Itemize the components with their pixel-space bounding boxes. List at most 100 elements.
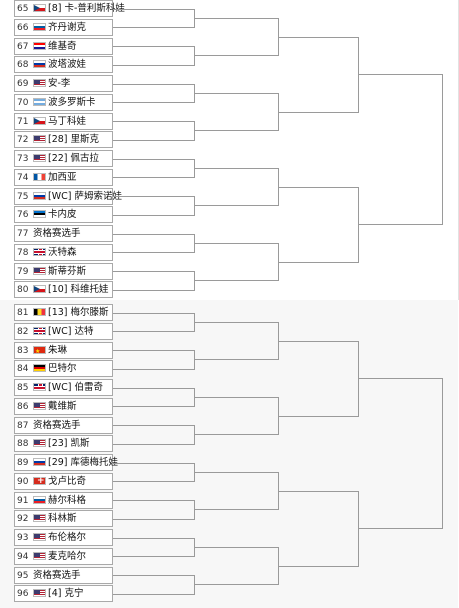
country-flag-icon: [33, 439, 46, 448]
draw-position: 96: [17, 589, 29, 600]
player-name: [4] 克宁: [48, 588, 84, 600]
draw-position: 83: [17, 345, 29, 356]
country-flag-icon: [33, 4, 46, 12]
draw-position: 74: [17, 172, 29, 183]
player-slot[interactable]: 90 戈卢比奇: [14, 472, 113, 490]
player-name: 斯蒂芬斯: [48, 265, 87, 277]
draw-position: 70: [17, 97, 29, 108]
bracket-connector: [113, 537, 195, 558]
country-flag-icon: [33, 364, 46, 373]
country-flag-icon: [33, 79, 46, 87]
player-name: 波塔波娃: [48, 59, 87, 71]
country-flag-icon: [33, 383, 46, 391]
player-slot[interactable]: 66 齐丹谢克: [14, 18, 113, 36]
player-name: 齐丹谢克: [48, 21, 87, 33]
player-slot[interactable]: 96 [4] 克宁: [14, 585, 113, 603]
country-flag-icon: [33, 97, 46, 106]
bracket-connector: [195, 92, 279, 132]
player-slot[interactable]: 92 科林斯: [14, 510, 113, 528]
player-name: 戈卢比奇: [48, 475, 87, 487]
player-name: 戴维斯: [48, 400, 77, 412]
player-slot[interactable]: 89[29] 库德梅托娃: [14, 454, 118, 471]
player-name: 资格赛选手: [33, 419, 81, 431]
country-flag-icon: [33, 154, 46, 162]
country-flag-icon: [33, 589, 46, 598]
bracket-connector: [195, 167, 279, 207]
player-slot[interactable]: 68 波塔波娃: [14, 56, 113, 74]
player-slot[interactable]: 87 资格赛选手: [14, 416, 113, 434]
country-flag-icon: [33, 285, 46, 294]
player-name: 波多罗斯卡: [48, 96, 96, 108]
country-flag-icon: [33, 551, 46, 560]
player-name: [WC] 达特: [48, 325, 94, 337]
player-slot[interactable]: 75[WC] 萨姆索诺娃: [14, 187, 122, 205]
player-slot[interactable]: 83朱琳: [14, 341, 113, 359]
country-flag-icon: [33, 266, 46, 275]
draw-position: 73: [17, 154, 29, 164]
player-name: 沃特森: [48, 246, 77, 258]
bracket-connector: [113, 196, 195, 216]
player-name: 布伦格尔: [48, 532, 87, 543]
player-name: [29] 库德梅托娃: [48, 457, 119, 468]
player-slot[interactable]: 70 波多罗斯卡: [14, 93, 113, 111]
draw-position: 85: [17, 383, 29, 393]
draw-position: 69: [17, 79, 29, 89]
country-flag-icon: [33, 326, 46, 335]
player-name: [8] 卡-普利斯科娃: [48, 3, 125, 14]
player-name: [13] 梅尔滕斯: [48, 307, 109, 318]
player-name: 马丁科娃: [48, 115, 87, 127]
country-flag-icon: [33, 116, 46, 125]
draw-position: 91: [17, 495, 29, 506]
draw-position: 66: [17, 22, 29, 33]
bracket-connector: [359, 378, 443, 530]
bracket-connector: [113, 158, 195, 179]
bracket-connector: [113, 83, 195, 104]
bracket-connector: [279, 186, 359, 263]
player-name: 资格赛选手: [33, 569, 81, 581]
player-name: 科林斯: [48, 513, 77, 525]
player-name: 维基奇: [48, 40, 77, 52]
player-slot[interactable]: 73[22] 佩古拉: [14, 150, 113, 167]
player-slot[interactable]: 69 安-李: [14, 75, 113, 92]
draw-position: 68: [17, 60, 29, 71]
player-slot[interactable]: 80[10] 科维托娃: [14, 281, 113, 299]
country-flag-icon: [33, 474, 46, 489]
draw-position: 90: [17, 476, 29, 487]
country-flag-icon: [33, 22, 46, 31]
player-slot[interactable]: 72[28] 里斯克: [14, 131, 113, 149]
draw-position: 81: [17, 308, 29, 318]
bracket-connector: [195, 242, 279, 282]
bracket-connector: [113, 271, 195, 291]
bracket-connector: [195, 396, 279, 436]
draw-position: 77: [17, 229, 29, 239]
draw-position: 87: [17, 420, 29, 431]
bracket-connector: [195, 546, 279, 586]
player-name: 安-李: [48, 78, 71, 89]
player-slot[interactable]: 85[WC] 伯雷奇: [14, 379, 113, 396]
country-flag-icon: [33, 247, 46, 256]
draw-position: 92: [17, 514, 29, 525]
country-flag-icon: [33, 458, 46, 466]
draw-position: 84: [17, 364, 29, 375]
player-slot[interactable]: 82[WC] 达特: [14, 322, 113, 340]
country-flag-icon: [33, 533, 46, 541]
draw-position: 75: [17, 191, 29, 202]
player-slot[interactable]: 65[8] 卡-普利斯科娃: [14, 0, 125, 17]
player-slot[interactable]: 81 [13] 梅尔滕斯: [14, 304, 113, 321]
player-slot[interactable]: 88[23] 凯斯: [14, 435, 113, 453]
player-name: [10] 科维托娃: [48, 284, 109, 296]
